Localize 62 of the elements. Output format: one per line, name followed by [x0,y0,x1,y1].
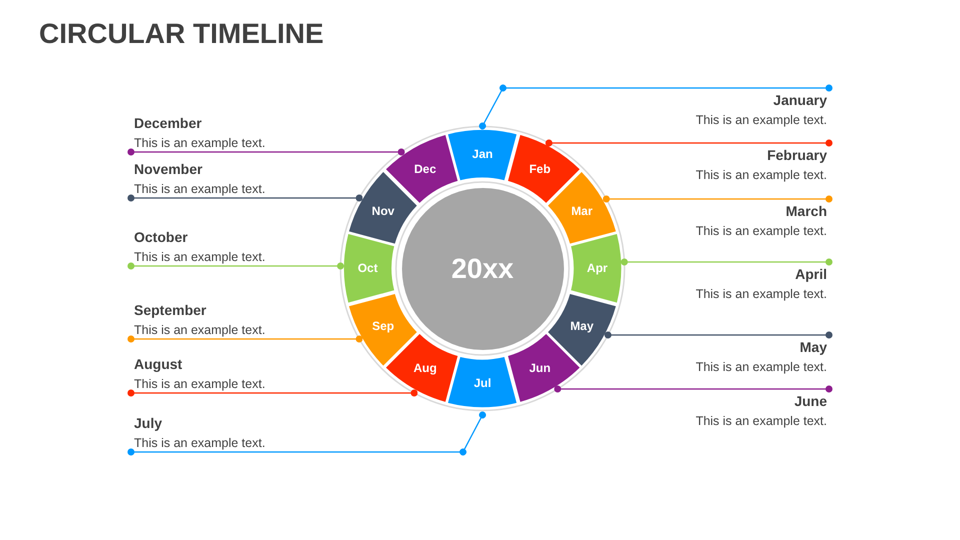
month-segment [349,172,418,244]
month-heading: November [134,160,202,179]
leader-line [128,262,344,270]
month-heading: December [134,114,202,133]
month-segment [344,234,394,303]
month-heading: July [134,414,162,433]
description-text: This is an example text. [134,435,266,452]
segment-label: Dec [414,162,436,176]
month-heading: June [794,392,827,411]
segment-label: Apr [586,261,608,276]
description-text: This is an example text. [134,249,266,266]
month-segment [386,334,458,402]
leader-line [128,412,486,456]
leader-line [545,140,832,146]
leader-line [602,196,832,202]
leader-line [128,194,363,202]
segment-label: Aug [413,360,437,375]
month-heading: April [795,265,827,284]
month-heading: September [134,301,206,320]
leader-line [620,258,832,266]
title: CIRCULAR TIMELINE [39,17,324,51]
segment-label: Mar [571,204,593,218]
month-segment [448,356,517,407]
leader-line [128,336,363,342]
leader-line [479,84,832,130]
month-heading: August [134,355,182,374]
segment-label: Sep [372,318,394,333]
segment-label: Feb [529,162,551,176]
segment-label: Jun [529,360,551,375]
description-text: This is an example text. [134,181,266,198]
segment-label: Jan [472,146,493,161]
month-segment [548,294,616,366]
description-text: This is an example text. [134,135,266,152]
month-heading: May [800,338,827,357]
year-label: 20xx [451,252,514,284]
month-segment [508,334,580,402]
segment-label: Oct [358,261,378,276]
month-segment [349,294,418,366]
description-text: This is an example text. [696,286,827,303]
leader-line [128,390,418,396]
segment-label: Jul [474,376,492,390]
month-segment [570,234,621,303]
description-text: This is an example text. [696,167,827,184]
description-text: This is an example text. [134,376,266,393]
description-text: This is an example text. [134,322,266,339]
month-heading: October [134,228,188,247]
leader-line [128,148,405,156]
segment-label: Nov [372,204,394,218]
month-heading: January [773,91,827,110]
description-text: This is an example text. [696,223,827,240]
month-segment [448,130,517,180]
description-text: This is an example text. [696,359,827,376]
month-segment [548,172,616,244]
segment-label: May [570,318,594,333]
description-text: This is an example text. [696,112,827,129]
leader-line [554,386,832,392]
month-heading: March [786,202,827,221]
month-segment [508,135,580,204]
description-text: This is an example text. [696,413,827,430]
month-segment [386,135,458,204]
month-heading: February [767,146,827,165]
leader-line [604,332,832,338]
